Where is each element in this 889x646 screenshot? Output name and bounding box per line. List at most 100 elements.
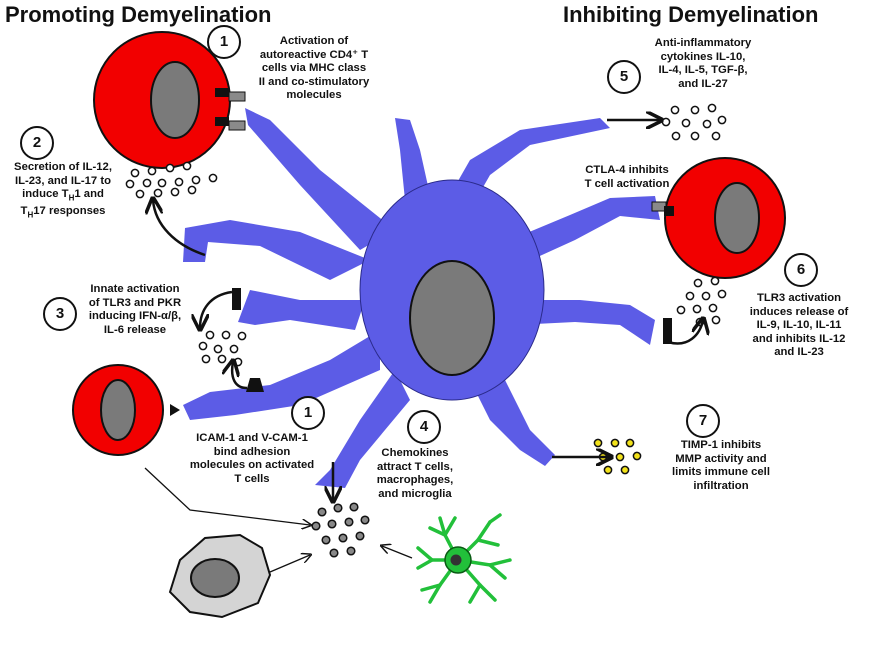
label-secretion: Secretion of IL-12, IL-23, and IL-17 to …	[0, 161, 126, 222]
chemokine-dot	[317, 507, 327, 517]
step-1-badge-top: 1	[207, 25, 241, 59]
cytokine-dot	[717, 289, 727, 299]
cytokine-dot	[603, 465, 613, 475]
cytokine-dot	[213, 344, 223, 354]
arrow-innate	[200, 290, 233, 328]
chemokine-dot	[311, 521, 321, 531]
cytokine-dot	[685, 291, 695, 301]
microglia-process	[488, 513, 502, 524]
cytokine-dot	[717, 115, 727, 125]
label-timp1: TIMP-1 inhibits MMP activity and limits …	[672, 439, 770, 492]
arrows	[145, 120, 703, 573]
chemokine-dot	[329, 548, 339, 558]
cytokine-dot	[615, 452, 625, 462]
cytokine-dot	[147, 166, 157, 176]
step-1-badge-bottom: 1	[291, 396, 325, 430]
label-activation: Activation of autoreactive CD4⁺ T cells …	[258, 35, 370, 101]
cytokine-dot	[198, 341, 208, 351]
cytokine-dot	[229, 344, 239, 354]
cytokine-dot	[135, 189, 145, 199]
step-6-badge: 6	[784, 253, 818, 287]
label-secretion-th17: TH17 responses	[20, 204, 106, 219]
t-cell-right	[651, 157, 786, 279]
dots-chemokines	[311, 502, 370, 558]
cytokine-dot	[625, 438, 635, 448]
step-3-badge: 3	[43, 297, 77, 331]
inhibiting-demyelination-heading: Inhibiting Demyelination	[563, 2, 819, 27]
microglia-process	[420, 583, 442, 592]
t-cell-top-left	[93, 31, 246, 169]
arrow-secretion	[153, 200, 206, 257]
cytokine-dot	[174, 177, 184, 187]
promoting-demyelination-heading: Promoting Demyelination	[5, 2, 272, 27]
t-cell-lower-left	[72, 364, 180, 456]
cytokine-dot	[707, 103, 717, 113]
dots-anti-inflammatory	[661, 103, 727, 141]
microglia	[416, 513, 512, 604]
cytokine-dot	[130, 168, 140, 178]
label-ctla4: CTLA-4 inhibits T cell activation	[584, 164, 670, 190]
cytokine-dot	[620, 465, 630, 475]
chemokine-dot	[338, 533, 348, 543]
dendrite-right-upper	[510, 196, 660, 265]
cytokine-dot	[125, 179, 135, 189]
microglia-process	[428, 526, 447, 537]
label-secretion-th1: induce TH1 and	[22, 188, 104, 203]
arrow-microglia-to-chemokines	[382, 546, 413, 559]
chemokine-dot	[333, 503, 343, 513]
cytokine-dot	[217, 354, 227, 364]
cytokine-dot	[711, 315, 721, 325]
cytokine-dot	[221, 330, 231, 340]
cytokine-dot	[708, 303, 718, 313]
step-5-badge: 5	[607, 60, 641, 94]
step-7-badge: 7	[686, 404, 720, 438]
cytokine-dot	[661, 117, 671, 127]
dendrite-left-mid	[183, 220, 370, 280]
cytokine-dot	[142, 178, 152, 188]
cytokine-dot	[702, 119, 712, 129]
chemokine-dot	[355, 531, 365, 541]
cytokine-dot	[157, 178, 167, 188]
dots-innate	[198, 330, 247, 367]
cytokine-dot	[671, 131, 681, 141]
cytokine-dot	[191, 175, 201, 185]
cytokine-dot	[165, 163, 175, 173]
chemokine-dot	[321, 535, 331, 545]
cytokine-dot	[201, 354, 211, 364]
dendrite-upper-left	[245, 108, 395, 250]
microglia-process	[488, 563, 507, 580]
cytokine-dot	[208, 173, 218, 183]
dendrite-left-lower	[238, 290, 365, 330]
cytokine-dot	[690, 131, 700, 141]
dots-timp1	[593, 438, 642, 475]
cytokine-dots	[125, 103, 727, 558]
chemokine-dot	[344, 517, 354, 527]
label-icam: ICAM-1 and V-CAM-1 bind adhesion molecul…	[189, 432, 315, 485]
dendrite-right-lower	[510, 300, 655, 345]
label-anti-inflammatory: Anti-inflammatory cytokines IL-10, IL-4,…	[654, 37, 752, 90]
arrow-tlr3	[667, 320, 703, 345]
cytokine-dot	[692, 304, 702, 314]
step-2-badge: 2	[20, 126, 54, 160]
microglia-process	[443, 516, 457, 537]
microglia-process	[416, 558, 434, 570]
cytokine-dot	[237, 331, 247, 341]
dendrite-lower-left	[183, 330, 380, 420]
cytokine-dot	[710, 276, 720, 286]
cytokine-dot	[676, 305, 686, 315]
cytokine-dot	[681, 118, 691, 128]
macrophage	[168, 533, 272, 619]
cytokine-dot	[170, 187, 180, 197]
dendritic-cell-nucleus	[409, 260, 495, 376]
cytokine-dot	[182, 161, 192, 171]
cytokine-dot	[701, 291, 711, 301]
microglia-nucleus	[450, 554, 462, 566]
cytokine-dot	[205, 330, 215, 340]
label-innate: Innate activation of TLR3 and PKR induci…	[88, 283, 182, 336]
dots-tlr3	[676, 276, 727, 327]
cytokine-dot	[153, 188, 163, 198]
label-tlr3: TLR3 activation induces release of IL-9,…	[749, 292, 849, 358]
cytokine-dot	[670, 105, 680, 115]
step-4-badge: 4	[407, 410, 441, 444]
